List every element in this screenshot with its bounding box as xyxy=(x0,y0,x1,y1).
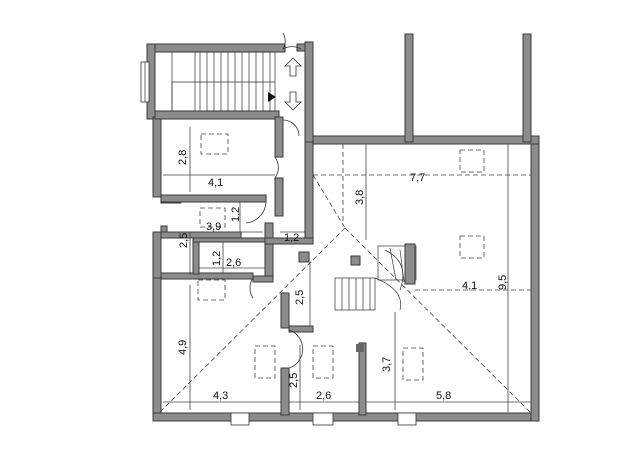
dim-1-2-a: 1,2 xyxy=(230,207,242,222)
dim-1-2-b: 1,2 xyxy=(284,232,299,244)
dim-4-1-top: 4,1 xyxy=(208,177,223,189)
direction-arrows xyxy=(284,57,302,111)
dim-4-9: 4,9 xyxy=(177,340,189,355)
walls xyxy=(146,33,540,422)
roof-lines xyxy=(159,144,531,413)
dim-4-3: 4,3 xyxy=(213,390,228,402)
dim-1-2-c: 1,2 xyxy=(211,251,223,266)
dim-4-1-right: 4,1 xyxy=(462,280,477,292)
dimension-lines xyxy=(163,127,531,410)
skylights xyxy=(197,133,485,381)
dim-2-5-a: 2,5 xyxy=(178,233,190,248)
dim-2-8: 2,8 xyxy=(177,150,189,165)
dim-7-7: 7,7 xyxy=(410,172,425,184)
dim-3-9: 3,9 xyxy=(206,221,221,233)
dim-2-5-c: 2,5 xyxy=(288,373,300,388)
dim-3-7: 3,7 xyxy=(381,357,393,372)
dim-2-6-b: 2,6 xyxy=(316,390,331,402)
dim-2-5-b: 2,5 xyxy=(294,290,306,305)
dim-3-8: 3,8 xyxy=(354,190,366,205)
main-staircase: // draw stair treads xyxy=(171,51,276,112)
doors xyxy=(245,32,304,369)
dim-9-5: 9,5 xyxy=(497,275,509,290)
dim-5-8: 5,8 xyxy=(436,390,451,402)
spiral-staircase xyxy=(334,243,417,311)
dim-2-6-a: 2,6 xyxy=(226,257,241,269)
windows xyxy=(140,61,417,426)
dimension-labels: 2,8 4,1 3,9 1,2 2,5 1,2 1,2 2,6 2,5 4,9 … xyxy=(177,150,509,402)
